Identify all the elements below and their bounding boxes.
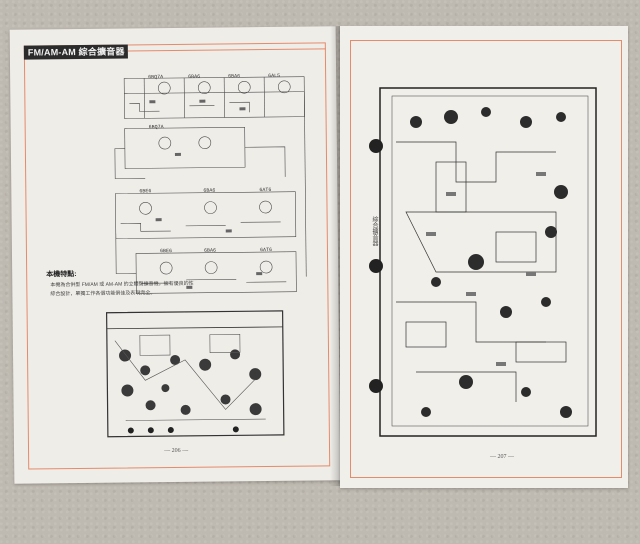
tube-label: 6BA6	[203, 187, 216, 194]
tube-label: 6BA6	[228, 73, 241, 80]
tube-label: 6AT6	[259, 246, 272, 254]
side-label: 綜合擴音器	[371, 216, 377, 246]
tube-label: 6BE6	[159, 248, 173, 255]
description: 本機為合倂型 FM/AM 或 AM-AM 的立體聲擴音機，擁有優良的性 綜合設計…	[50, 279, 250, 299]
tube-label: 6BA6	[203, 247, 217, 254]
left-page: FM/AM-AM 綜合擴音器	[9, 26, 341, 484]
tube-label: 6BA6	[188, 73, 201, 80]
page-number: — 206 —	[164, 447, 189, 455]
tube-label: 6AL5	[268, 72, 281, 80]
section-title: 本機特點:	[46, 271, 77, 279]
tube-label: 6BE6	[139, 188, 152, 195]
tube-label: 6BQ7A	[148, 74, 164, 81]
tube-label: 6BQ7A	[148, 124, 164, 131]
page-header-title: FM/AM-AM 綜合擴音器	[23, 44, 128, 60]
right-page: 綜合擴音器	[340, 26, 628, 488]
chassis-layout-drawing	[379, 87, 597, 437]
schematic-diagram	[114, 76, 307, 294]
tube-label: 6AT6	[259, 186, 272, 194]
page-number: — 207 —	[490, 454, 514, 460]
chassis-drawing	[105, 310, 285, 438]
chassis-knobs	[369, 139, 383, 393]
right-page-border	[350, 40, 622, 478]
